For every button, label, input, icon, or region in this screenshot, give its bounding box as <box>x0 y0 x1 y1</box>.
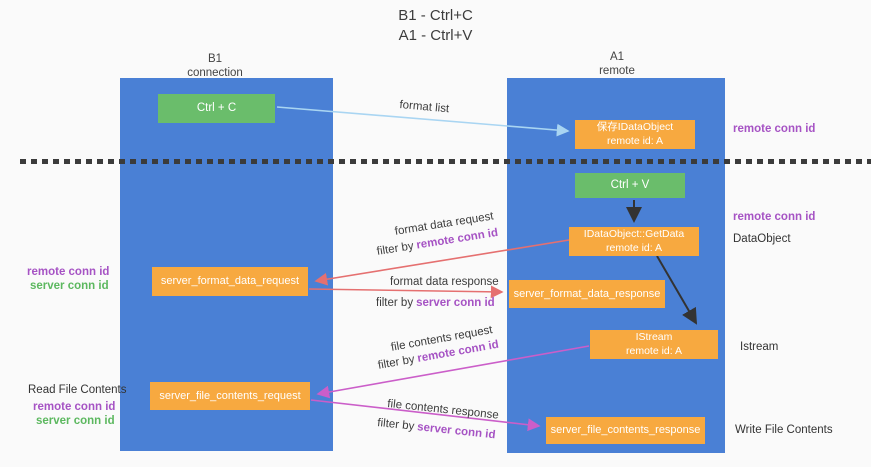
node-getdata-line2: remote id: A <box>605 241 663 254</box>
node-file-request-label: server_file_contents_request <box>159 389 301 402</box>
filter-by-text: filter by <box>376 417 415 433</box>
annotation-write-file-contents: Write File Contents <box>735 424 833 436</box>
diagram-title-line2: A1 - Ctrl+V <box>398 27 473 44</box>
server-conn-id-text: server conn id <box>416 297 495 309</box>
diagram-title-line1: B1 - Ctrl+C <box>398 7 473 24</box>
node-ctrl-c: Ctrl + C <box>158 94 275 123</box>
left-column-name: B1 <box>207 53 223 65</box>
left-column-header: B1 connection <box>155 52 275 81</box>
node-save-idataobject: 保存IDataObject remote id: A <box>575 120 695 149</box>
annotation-remote-conn-id-top: remote conn id <box>733 123 816 135</box>
annotation-left-remote-conn-id-1: remote conn id <box>27 266 110 278</box>
node-server-file-contents-response: server_file_contents_response <box>546 417 705 444</box>
right-column-subtitle: remote <box>599 65 635 78</box>
node-format-request-label: server_format_data_request <box>160 275 300 288</box>
filter-by-text: filter by <box>377 353 416 372</box>
node-file-response-label: server_file_contents_response <box>550 424 701 437</box>
node-ctrl-v-label: Ctrl + V <box>610 179 650 192</box>
annotation-dataobject: DataObject <box>733 233 791 245</box>
node-getdata-line1: IDataObject::GetData <box>583 227 685 240</box>
node-ctrl-v: Ctrl + V <box>575 173 685 198</box>
node-ctrl-c-label: Ctrl + C <box>196 102 237 115</box>
format-data-response-label: format data response <box>390 276 499 288</box>
node-server-format-data-response: server_format_data_response <box>509 280 665 308</box>
annotation-left-remote-conn-id-2: remote conn id <box>33 401 116 413</box>
node-server-format-data-request: server_format_data_request <box>152 267 308 296</box>
node-idataobject-getdata: IDataObject::GetData remote id: A <box>569 227 699 256</box>
node-istream-line2: remote id: A <box>625 344 683 357</box>
node-istream: IStream remote id: A <box>590 330 718 359</box>
node-save-idataobject-line2: remote id: A <box>606 134 664 147</box>
file-contents-response-label: file contents response <box>386 398 500 422</box>
filter-by-text: filter by <box>376 297 414 309</box>
node-istream-line1: IStream <box>635 330 673 343</box>
left-column-subtitle: connection <box>187 67 243 80</box>
format-list-label: format list <box>398 99 450 116</box>
annotation-istream: Istream <box>740 341 779 353</box>
node-save-idataobject-line1: 保存IDataObject <box>596 120 674 133</box>
annotation-left-server-conn-id-1: server conn id <box>30 280 109 292</box>
right-column-name: A1 <box>609 51 625 63</box>
format-data-response-arrow <box>308 285 504 299</box>
phase-separator-dashed-line <box>20 159 871 164</box>
right-column-header: A1 remote <box>557 50 677 79</box>
server-conn-id-text: server conn id <box>416 421 497 442</box>
annotation-remote-conn-id-mid: remote conn id <box>733 211 816 223</box>
annotation-read-file-contents: Read File Contents <box>28 384 127 396</box>
annotation-left-server-conn-id-2: server conn id <box>36 415 115 427</box>
filter-by-text: filter by <box>376 240 415 258</box>
node-format-response-label: server_format_data_response <box>513 287 661 300</box>
node-server-file-contents-request: server_file_contents_request <box>150 382 310 410</box>
